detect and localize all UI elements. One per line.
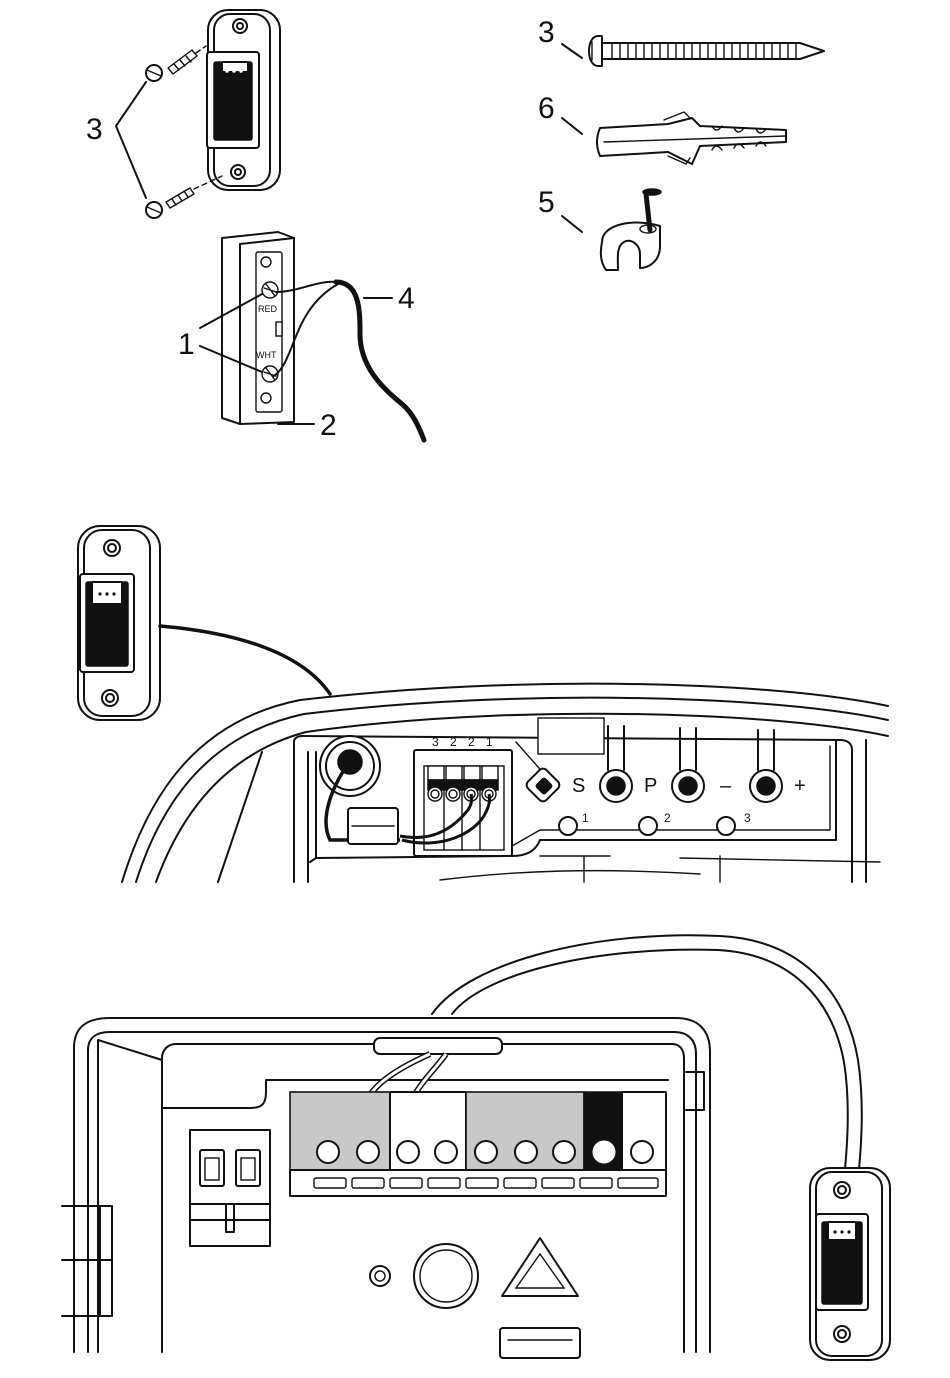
led-1-label: 1 — [582, 811, 589, 825]
callout-screw-leader — [562, 44, 582, 58]
wall-button-back: RED WHT — [222, 232, 294, 424]
cable-clip-icon — [601, 189, 661, 270]
terminal-number-1: 3 — [432, 735, 439, 749]
terminal-red-label: RED — [258, 304, 278, 314]
terminal-white-label: WHT — [256, 350, 277, 360]
callout-terminals: 1 — [178, 328, 195, 361]
button-p-label: P — [644, 775, 657, 797]
panel-connection-cable — [160, 626, 330, 694]
terminal-number-4: 1 — [486, 735, 493, 749]
terminal-number-2: 2 — [450, 735, 457, 749]
terminal-block: 3 2 2 1 — [400, 735, 512, 856]
button-s-label: S — [572, 775, 585, 797]
callout-wall-plug-leader — [562, 118, 582, 134]
led-3-icon — [717, 817, 735, 835]
callout-cable-clip: 5 — [538, 186, 555, 219]
led-1-icon — [559, 817, 577, 835]
wall-button-side-view — [810, 1168, 890, 1360]
led-2-icon — [639, 817, 657, 835]
screw-part-icon — [589, 36, 824, 66]
control-buttons: S P – + 1 2 3 — [516, 718, 806, 835]
button-minus-label: – — [720, 775, 732, 797]
wall-plug-icon — [597, 112, 786, 164]
wall-button-panel-view — [78, 526, 160, 720]
mounting-screw-upper — [146, 46, 206, 81]
led-3-label: 3 — [744, 811, 751, 825]
terminal-strip — [290, 1092, 666, 1196]
callout-cable-clip-leader — [562, 216, 582, 232]
rocker-switch-icon — [214, 62, 252, 140]
button-plus-label: + — [794, 775, 806, 797]
wall-button-front — [207, 10, 280, 190]
callout-wall-plug: 6 — [538, 92, 555, 125]
callout-screws: 3 — [86, 113, 103, 146]
cable-grommet — [320, 736, 400, 844]
mounting-screw-lower — [146, 176, 222, 218]
callout-screws-leader — [116, 82, 146, 198]
led-2-label: 2 — [664, 811, 671, 825]
callout-button-back: 2 — [320, 409, 337, 442]
callout-wire: 4 — [398, 282, 415, 315]
terminal-number-3: 2 — [468, 735, 475, 749]
callout-screw: 3 — [538, 16, 555, 49]
